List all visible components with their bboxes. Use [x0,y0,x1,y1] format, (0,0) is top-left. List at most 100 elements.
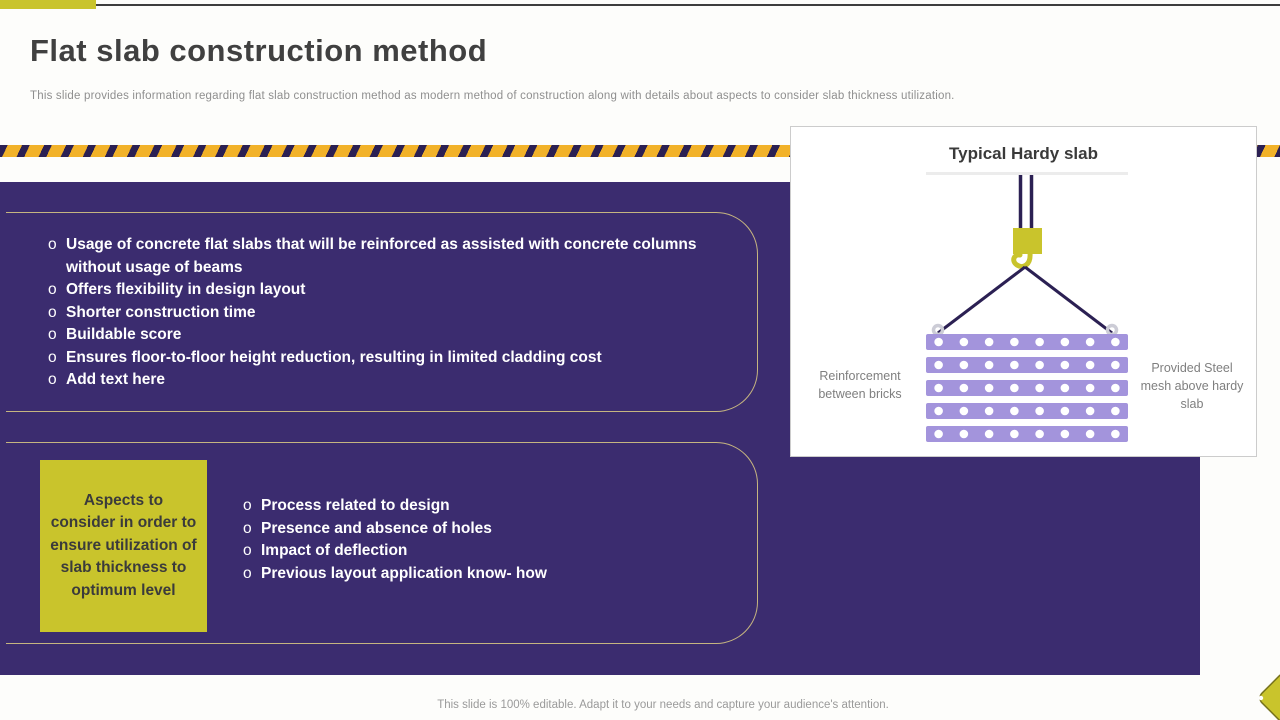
slab-row [926,380,1128,396]
slab-dot [1111,360,1120,370]
slab-row [926,334,1128,350]
slab-dot [1111,337,1120,347]
bullet-marker: o [48,281,57,298]
bullet-text: Buildable score [66,326,182,343]
method-bullet-list: o Usage of concrete flat slabs that will … [48,234,705,392]
slab-dot [984,406,994,416]
bullet-item: o Buildable score [48,324,705,347]
slab-row [926,357,1128,373]
slab-dot [984,429,994,439]
slab-dot [1085,360,1095,370]
steel-mesh-label: Provided Steel mesh above hardy slab [1140,361,1244,411]
bullet-item: o Add text here [48,369,705,392]
slab-dot [984,360,994,370]
reinforcement-label: Reinforcement between bricks [818,369,902,401]
bullet-marker: o [243,497,252,514]
slab-dot [959,337,969,347]
bullet-item: o Offers flexibility in design layout [48,279,705,302]
crane-block [1013,228,1042,254]
slab-dot [1035,406,1044,416]
bullet-text: Presence and absence of holes [261,519,492,537]
slab-dot [934,406,943,416]
slab-dot [1111,429,1120,439]
slab-dot [959,429,969,439]
bullet-text: Add text here [66,371,166,388]
corner-diamond-icon [1258,673,1280,720]
bullet-text: Usage of concrete flat slabs that will b… [66,236,697,276]
slab-dot [1111,406,1120,416]
slab-dot [1085,337,1095,347]
slab-row [926,426,1128,442]
slab-dot [959,360,969,370]
bullet-marker: o [48,326,57,343]
slab-dot [934,429,943,439]
bullet-text: Impact of deflection [261,542,408,559]
slab-dot [1060,383,1070,393]
slab-dot [1085,383,1095,393]
slab-dot [934,383,943,393]
lift-rope [937,265,1026,335]
slab-dot [984,383,994,393]
slab-dot [1060,337,1070,347]
aspects-info-box: Aspects to consider in order to ensure u… [6,442,758,644]
slab-dot [984,337,994,347]
aspects-label-box: Aspects to consider in order to ensure u… [40,460,207,632]
bullet-item: o Presence and absence of holes [243,518,717,541]
top-accent-line [96,4,1280,6]
corner-loop [1105,323,1119,337]
crane-slab-illustration [926,175,1128,442]
footer-note: This slide is 100% editable. Adapt it to… [437,699,889,711]
bullet-item: o Impact of deflection [243,540,717,563]
bullet-marker: o [48,236,57,253]
slab-dot [959,383,969,393]
slab-dot [1010,337,1019,347]
bullet-item: o Usage of concrete flat slabs that will … [48,234,705,279]
slab-dot [1035,429,1044,439]
slab-dot [1111,383,1120,393]
slide-title: Flat slab construction method [30,33,488,68]
slab-dot [959,406,969,416]
bullet-item: o Shorter construction time [48,302,705,325]
slab-dot [1035,360,1044,370]
slide-subtitle: This slide provides information regardin… [30,90,955,102]
corner-loop [931,323,945,337]
diagram-title-rule [926,172,1128,175]
slab-dot [934,360,943,370]
slab-dot [1010,360,1019,370]
slab-dot [934,337,943,347]
bullet-text: Offers flexibility in design layout [66,281,306,298]
slab-dot [1060,429,1070,439]
bullet-text: Previous layout application know- how [261,564,547,582]
crane-hook-icon [1011,250,1033,269]
hardy-slab-rows [926,334,1128,442]
bullet-marker: o [48,348,57,366]
bullet-text: Process related to design [261,497,450,514]
slab-dot [1085,429,1095,439]
slab-dot [1010,383,1019,393]
method-info-box: o Usage of concrete flat slabs that will … [6,212,758,412]
bullet-text: Shorter construction time [66,303,256,321]
aspects-label: Aspects to consider in order to ensure u… [50,491,197,599]
diagram-title: Typical Hardy slab [949,144,1098,163]
bullet-item: o Process related to design [243,495,717,518]
diagram-card: Typical Hardy slab Reinforcement between… [790,126,1257,457]
slab-row [926,403,1128,419]
slab-dot [1060,406,1070,416]
lift-rope [1024,265,1113,335]
bullet-marker: o [243,542,252,559]
slab-dot [1060,360,1070,370]
slab-dot [1035,383,1044,393]
bullet-marker: o [48,303,57,321]
bullet-item: o Previous layout application know- how [243,563,717,586]
bullet-marker: o [243,564,252,582]
top-accent-bar [0,0,96,9]
slab-dot [1010,406,1019,416]
slab-dot [1035,337,1044,347]
slab-dot [1085,406,1095,416]
bullet-marker: o [48,371,57,388]
bullet-marker: o [243,519,252,537]
slab-dot [1010,429,1019,439]
